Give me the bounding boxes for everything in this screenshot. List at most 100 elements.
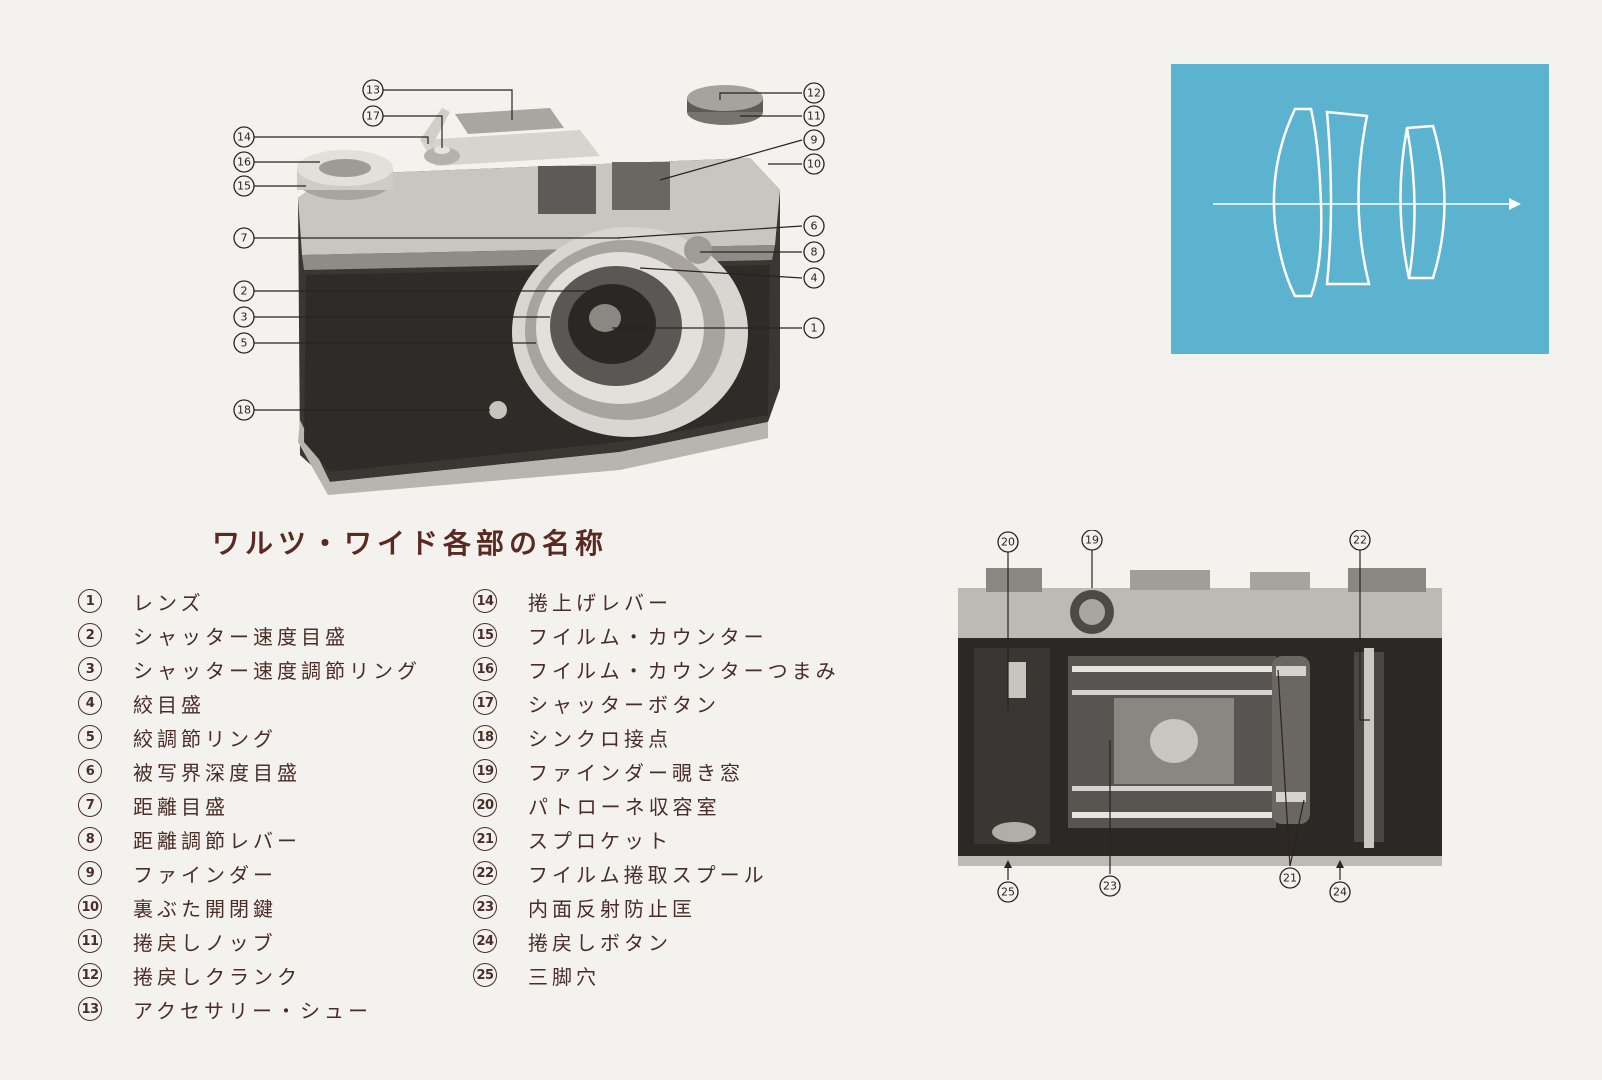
part-item: 5 絞調節リング <box>78 720 468 754</box>
svg-text:16: 16 <box>237 156 251 169</box>
part-label: ファインダー覗き窓 <box>528 760 744 785</box>
svg-text:6: 6 <box>811 220 818 233</box>
part-label: シンクロ接点 <box>528 726 672 751</box>
svg-text:25: 25 <box>1001 886 1015 899</box>
svg-text:23: 23 <box>1103 880 1117 893</box>
svg-text:9: 9 <box>811 134 818 147</box>
part-item: 11 捲戻しノッブ <box>78 924 468 958</box>
part-number-badge: 17 <box>473 691 497 715</box>
part-number-badge: 16 <box>473 657 497 681</box>
part-item: 14 捲上げレバー <box>473 584 893 618</box>
svg-text:3: 3 <box>241 311 248 324</box>
svg-text:20: 20 <box>1001 536 1015 549</box>
viewfinder-window <box>612 162 670 210</box>
callout-19: 19 <box>1081 530 1103 551</box>
svg-text:2: 2 <box>241 285 248 298</box>
svg-text:18: 18 <box>237 404 251 417</box>
callout-6: 6 <box>803 215 825 237</box>
part-item: 15 フイルム・カウンター <box>473 618 893 652</box>
svg-text:21: 21 <box>1283 872 1297 885</box>
front-camera-drawing: 13 17 14 16 15 7 2 3 5 18 12 11 9 10 6 8… <box>233 79 825 495</box>
part-number-badge: 10 <box>78 895 102 919</box>
callout-8: 8 <box>803 241 825 263</box>
back-camera-drawing: 20 19 22 25 23 21 24 <box>958 530 1442 903</box>
svg-text:17: 17 <box>366 110 380 123</box>
part-label: シャッター速度調節リング <box>133 658 421 683</box>
part-number-badge: 5 <box>78 725 102 749</box>
lens-assembly <box>512 227 748 437</box>
part-item: 13 アクセサリー・シュー <box>78 992 468 1026</box>
part-number-badge: 1 <box>78 589 102 613</box>
part-label: 捲戻しノッブ <box>133 930 277 955</box>
part-label: スプロケット <box>528 828 672 853</box>
callout-12: 12 <box>803 82 825 104</box>
part-item: 12 捲戻しクランク <box>78 958 468 992</box>
callout-11: 11 <box>803 105 825 127</box>
part-item: 19 ファインダー覗き窓 <box>473 754 893 788</box>
part-item: 17 シャッターボタン <box>473 686 893 720</box>
callout-21: 21 <box>1279 867 1301 889</box>
part-number-badge: 23 <box>473 895 497 919</box>
part-label: 捲戻しボタン <box>528 930 672 955</box>
svg-text:13: 13 <box>366 84 380 97</box>
accessory-shoe-back <box>1250 572 1310 590</box>
callout-20: 20 <box>997 531 1019 553</box>
lens-element-3-cement <box>1405 127 1416 279</box>
part-number-badge: 7 <box>78 793 102 817</box>
svg-text:8: 8 <box>811 246 818 259</box>
rangefinder-window <box>538 166 596 214</box>
part-label: フイルム・カウンター <box>528 624 768 649</box>
callout-3: 3 <box>233 306 255 328</box>
back-camera-figure: 20 19 22 25 23 21 24 <box>950 530 1450 925</box>
part-label: 捲戻しクランク <box>133 964 301 989</box>
svg-text:1: 1 <box>811 322 818 335</box>
part-label: アクセサリー・シュー <box>133 998 372 1023</box>
part-label: 絞調節リング <box>133 726 277 751</box>
callout-5: 5 <box>233 332 255 354</box>
callout-25: 25 <box>997 881 1019 903</box>
part-number-badge: 9 <box>78 861 102 885</box>
part-number-badge: 25 <box>473 963 497 987</box>
callout-17: 17 <box>362 105 384 127</box>
callout-14: 14 <box>233 126 255 148</box>
lens-element-3 <box>1399 124 1446 280</box>
advance-knob-back <box>1348 568 1426 592</box>
part-label: 内面反射防止匡 <box>528 896 696 921</box>
part-label: 裏ぶた開閉鍵 <box>133 896 277 921</box>
part-number-badge: 13 <box>78 997 102 1021</box>
part-label: 捲上げレバー <box>528 590 672 615</box>
part-label: シャッターボタン <box>528 692 720 717</box>
film-counter-dial <box>297 150 393 200</box>
callout-22: 22 <box>1349 530 1371 551</box>
part-label: シャッター速度目盛 <box>133 624 349 649</box>
sprocket <box>1272 656 1310 824</box>
callout-9: 9 <box>803 129 825 151</box>
callout-13: 13 <box>362 79 384 101</box>
part-number-badge: 22 <box>473 861 497 885</box>
rewind-knob-back <box>986 568 1042 592</box>
callout-1: 1 <box>803 317 825 339</box>
callout-16: 16 <box>233 151 255 173</box>
part-number-badge: 18 <box>473 725 497 749</box>
focus-lever <box>684 236 712 264</box>
back-leader-lines <box>1004 550 1370 880</box>
callout-23: 23 <box>1099 875 1121 897</box>
part-number-badge: 14 <box>473 589 497 613</box>
svg-text:22: 22 <box>1353 534 1367 547</box>
callout-7: 7 <box>233 227 255 249</box>
callout-4: 4 <box>803 267 825 289</box>
rewind-knob <box>687 85 763 125</box>
part-item: 18 シンクロ接点 <box>473 720 893 754</box>
part-number-badge: 15 <box>473 623 497 647</box>
arrow-right-icon <box>1509 198 1521 210</box>
part-number-badge: 11 <box>78 929 102 953</box>
svg-text:10: 10 <box>807 158 821 171</box>
part-number-badge: 12 <box>78 963 102 987</box>
part-number-badge: 19 <box>473 759 497 783</box>
